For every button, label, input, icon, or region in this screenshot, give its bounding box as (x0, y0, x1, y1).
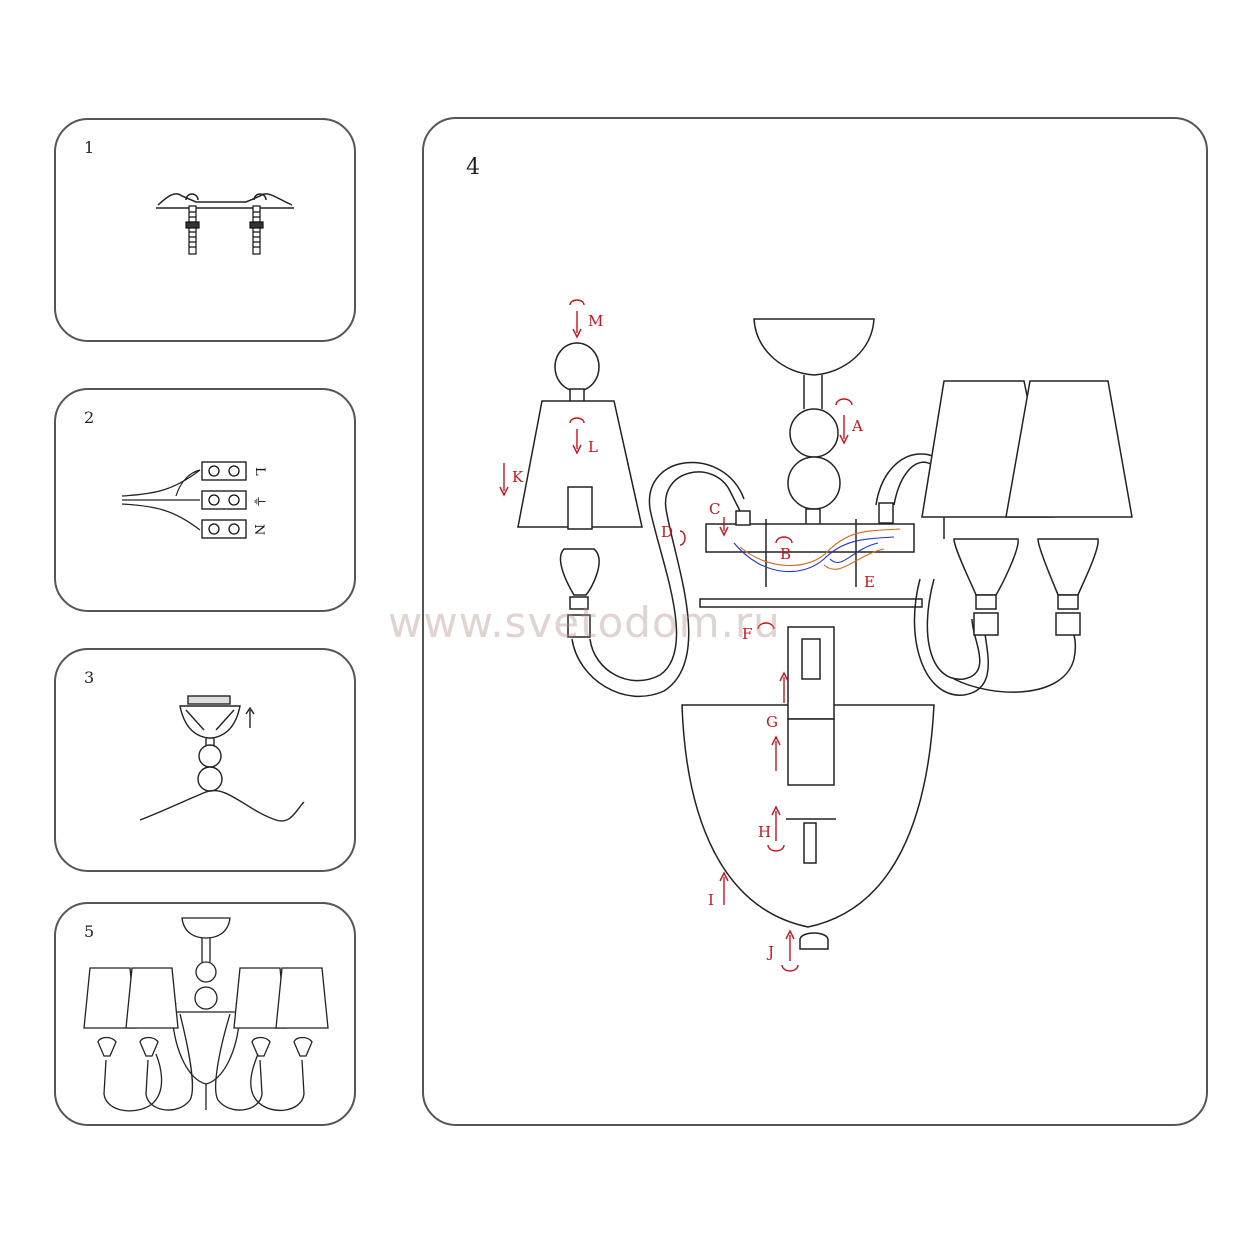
step-label-e: E (864, 573, 875, 591)
step-label-a: A (851, 417, 863, 435)
terminal-label-ground: ⏚ (251, 495, 266, 508)
panel-2: 2 L ⏚ N (54, 388, 356, 612)
panel-4: 4 (422, 117, 1208, 1126)
step-label-h: H (758, 823, 771, 841)
step-label-d: D (661, 523, 673, 541)
assembled-chandelier-drawing (83, 917, 329, 1112)
panel-1: 1 (54, 118, 356, 342)
terminal-label-l: L (252, 467, 267, 476)
panel-number: 3 (84, 668, 95, 687)
terminal-label-n: N (251, 524, 266, 535)
panel-number: 4 (466, 155, 480, 180)
step-label-g: G (766, 713, 778, 731)
panel-number: 5 (84, 922, 95, 941)
step-label-b: B (780, 545, 791, 563)
watermark: www.svetodom.ru (388, 598, 781, 647)
exploded-assembly-drawing: M L K A C D B E F G H I J (499, 299, 1133, 972)
mounting-bracket-drawing (156, 193, 294, 255)
panel-number: 2 (84, 408, 95, 427)
panel-5: 5 (54, 902, 356, 1126)
step-label-k: K (512, 468, 524, 486)
step-label-m: M (588, 312, 603, 330)
panel-number: 1 (84, 138, 95, 157)
panel-3: 3 (54, 648, 356, 872)
step-label-c: C (709, 500, 720, 518)
step-label-i: I (708, 891, 714, 909)
step-label-l: L (588, 438, 598, 456)
step-label-f: F (742, 625, 752, 643)
canopy-mounting-drawing (139, 695, 305, 822)
terminal-block-drawing: L ⏚ N (121, 461, 267, 539)
step-label-j: J (766, 943, 774, 961)
